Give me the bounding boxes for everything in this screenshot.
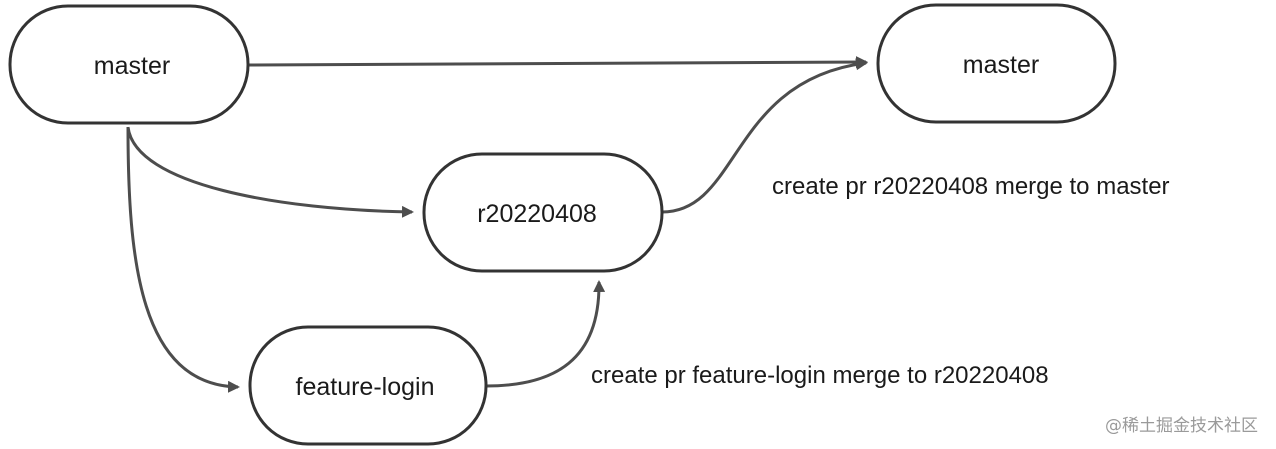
node-feature-label: feature-login — [296, 373, 435, 401]
node-release: r20220408 — [422, 152, 664, 273]
annotation-feature-to-release: create pr feature-login merge to r202204… — [591, 362, 1049, 389]
node-release-label: r20220408 — [477, 200, 597, 228]
edge-master-to-release — [126, 126, 414, 218]
watermark-text: @稀土掘金技术社区 — [1105, 416, 1258, 436]
annotation-release-to-master: create pr r20220408 merge to master — [772, 173, 1170, 200]
node-master-target: master — [876, 3, 1117, 124]
edge-master-to-master — [247, 56, 868, 69]
node-feature: feature-login — [248, 325, 488, 446]
node-master-target-label: master — [963, 51, 1039, 79]
edge-feature-to-release — [485, 280, 606, 388]
node-master-source-label: master — [94, 52, 170, 80]
edge-master-to-feature — [126, 126, 240, 393]
node-master-source: master — [8, 4, 250, 125]
edge-release-to-master — [661, 58, 868, 214]
